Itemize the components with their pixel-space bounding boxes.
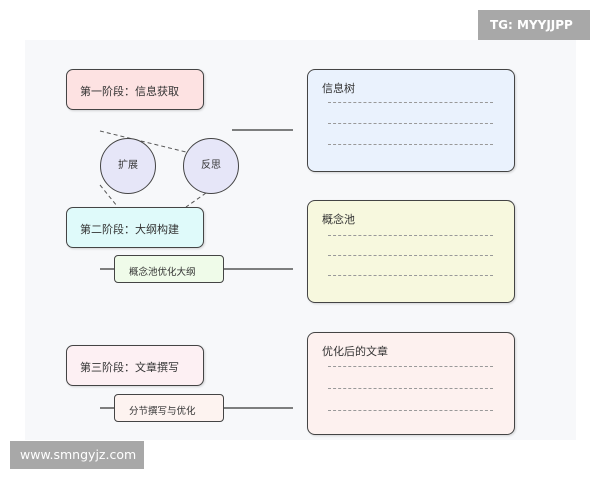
expand-circle: 扩展 bbox=[100, 138, 156, 194]
dashed-connector bbox=[99, 184, 118, 207]
stage-2-box: 第二阶段：大纲构建 bbox=[66, 207, 204, 248]
section-writing-box: 分节撰写与优化 bbox=[114, 394, 224, 422]
panel-title: 概念池 bbox=[322, 213, 355, 226]
reflect-circle: 反思 bbox=[183, 138, 239, 194]
stage-1-box: 第一阶段：信息获取 bbox=[66, 69, 204, 110]
optimized-article-panel: 优化后的文章 bbox=[307, 332, 515, 435]
dashed-connector bbox=[185, 192, 207, 208]
watermark-bottom: www.smngyjz.com bbox=[10, 441, 144, 469]
concept-pool-panel: 概念池 bbox=[307, 200, 515, 303]
stage-3-box: 第三阶段：文章撰写 bbox=[66, 345, 204, 386]
info-tree-panel: 信息树 bbox=[307, 69, 515, 172]
panel-title: 信息树 bbox=[322, 82, 355, 95]
panel-title: 优化后的文章 bbox=[322, 345, 388, 358]
watermark-top: TG: MYYJJPP bbox=[478, 10, 590, 40]
concept-pool-outline-box: 概念池优化大纲 bbox=[114, 255, 224, 283]
